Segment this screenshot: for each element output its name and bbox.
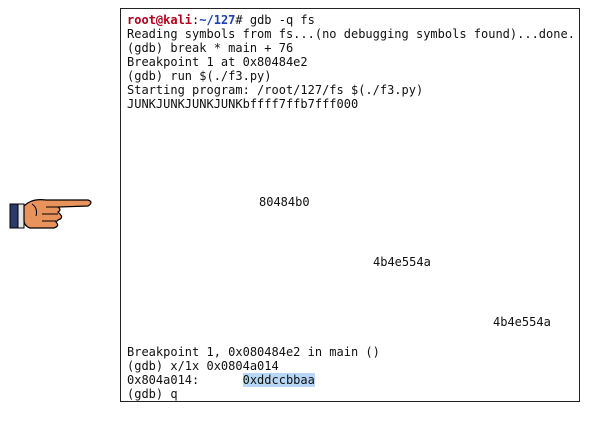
prompt-line: root@kali:~/127# gdb -q fs bbox=[127, 13, 315, 27]
terminal-output: 80484b0 bbox=[259, 195, 310, 209]
terminal-window[interactable]: root@kali:~/127# gdb -q fs Reading symbo… bbox=[120, 8, 580, 402]
terminal-line: Reading symbols from fs...(no debugging … bbox=[127, 27, 575, 41]
terminal-line: (gdb) q bbox=[127, 387, 178, 401]
terminal-line: JUNKJUNKJUNKJUNKbffff7ffb7fff000 bbox=[127, 97, 359, 111]
terminal-output: 4b4e554a bbox=[373, 255, 431, 269]
terminal-line: Breakpoint 1 at 0x80484e2 bbox=[127, 55, 308, 69]
prompt-path: ~/127 bbox=[199, 13, 236, 27]
prompt-separator: : bbox=[192, 13, 200, 27]
memory-line: 0x804a014: 0xddccbbaa bbox=[127, 373, 315, 387]
terminal-line: Breakpoint 1, 0x080484e2 in main () bbox=[127, 345, 380, 359]
pointing-hand-icon bbox=[8, 190, 94, 234]
terminal-line: (gdb) x/1x 0x0804a014 bbox=[127, 359, 279, 373]
prompt-symbol: # bbox=[235, 13, 243, 27]
terminal-line: Starting program: /root/127/fs $(./f3.py… bbox=[127, 83, 424, 97]
memory-value-selected[interactable]: 0xddccbbaa bbox=[242, 373, 315, 387]
terminal-line: (gdb) break * main + 76 bbox=[127, 41, 294, 55]
terminal-line: (gdb) run $(./f3.py) bbox=[127, 69, 272, 83]
terminal-output: 4b4e554a bbox=[493, 315, 551, 329]
memory-address: 0x804a014: bbox=[127, 373, 200, 387]
prompt-user: root@kali bbox=[127, 13, 193, 27]
prompt-command: gdb -q fs bbox=[242, 13, 315, 27]
